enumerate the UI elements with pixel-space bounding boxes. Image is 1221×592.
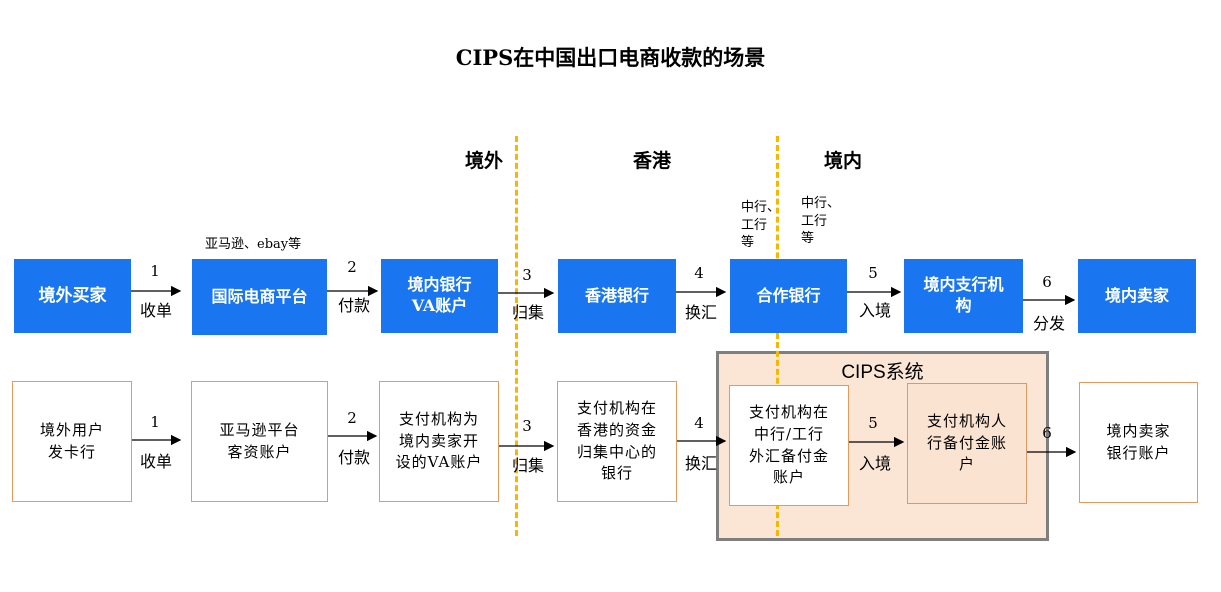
bottom-box-hk-collection-bank: 支付机构在 香港的资金 归集中心的 银行: [557, 381, 677, 502]
top-step-num-5: 5: [868, 264, 878, 282]
top-box-hongkong-bank: 香港银行: [558, 259, 676, 333]
top-step-label-2: 付款: [337, 296, 370, 315]
top-box-domestic-branch: 境内支行机 构: [904, 259, 1023, 333]
region-hongkong-label: 香港: [633, 150, 672, 172]
top-step-num-1: 1: [150, 262, 160, 280]
top-step-num-6: 6: [1042, 273, 1052, 291]
separator-abroad-hongkong: [515, 136, 518, 536]
bottom-step-num-5: 5: [868, 414, 878, 432]
top-step-label-1: 收单: [139, 301, 172, 320]
top-step-label-4: 换汇: [684, 303, 717, 322]
cips-system-label: CIPS系统: [841, 362, 924, 383]
top-step-label-5: 入境: [858, 301, 891, 320]
bottom-box-fx-reserve-account: 支付机构在 中行/工行 外汇备付金 账户: [729, 385, 849, 506]
top-step-label-6: 分发: [1032, 314, 1065, 333]
bottom-step-num-1: 1: [150, 413, 160, 431]
top-step-label-3: 归集: [511, 303, 544, 322]
top-step-num-3: 3: [522, 266, 532, 284]
diagram-title: CIPS在中国出口电商收款的场景: [455, 45, 766, 70]
platform-note: 亚马逊、ebay等: [205, 237, 302, 252]
bottom-box-pboc-reserve-account: 支付机构人 行备付金账 户: [907, 383, 1027, 504]
bottom-step-num-6: 6: [1042, 424, 1052, 442]
top-box-overseas-buyer: 境外买家: [14, 259, 131, 333]
bottom-box-card-issuer: 境外用户 发卡行: [12, 381, 132, 502]
bottom-step-num-2: 2: [347, 409, 357, 427]
bottom-step-label-4: 换汇: [684, 454, 717, 473]
partner-bank-note-right: 中行、 工行 等: [801, 196, 841, 247]
bottom-box-seller-bank-account: 境内卖家 银行账户: [1079, 382, 1198, 503]
top-step-num-4: 4: [694, 264, 704, 282]
bottom-step-label-2: 付款: [337, 448, 370, 467]
top-step-num-2: 2: [347, 258, 357, 276]
partner-bank-note-left: 中行、 工行 等: [741, 200, 781, 251]
bottom-box-va-account: 支付机构为 境内卖家开 设的VA账户: [379, 381, 499, 502]
separator-hongkong-domestic: [776, 136, 779, 536]
bottom-step-label-3: 归集: [511, 456, 544, 475]
bottom-box-amazon-account: 亚马逊平台 客资账户: [191, 381, 328, 502]
top-box-domestic-seller: 境内卖家: [1078, 259, 1196, 333]
top-box-partner-bank: 合作银行: [730, 259, 847, 333]
top-box-ecommerce-platform: 国际电商平台: [192, 259, 327, 335]
region-domestic-label: 境内: [824, 150, 863, 172]
bottom-step-label-1: 收单: [139, 452, 172, 471]
region-abroad-label: 境外: [465, 150, 504, 172]
bottom-step-num-3: 3: [522, 417, 532, 435]
bottom-step-label-5: 入境: [858, 454, 891, 473]
bottom-step-num-4: 4: [694, 414, 704, 432]
top-box-domestic-bank-va: 境内银行 VA账户: [381, 259, 498, 333]
